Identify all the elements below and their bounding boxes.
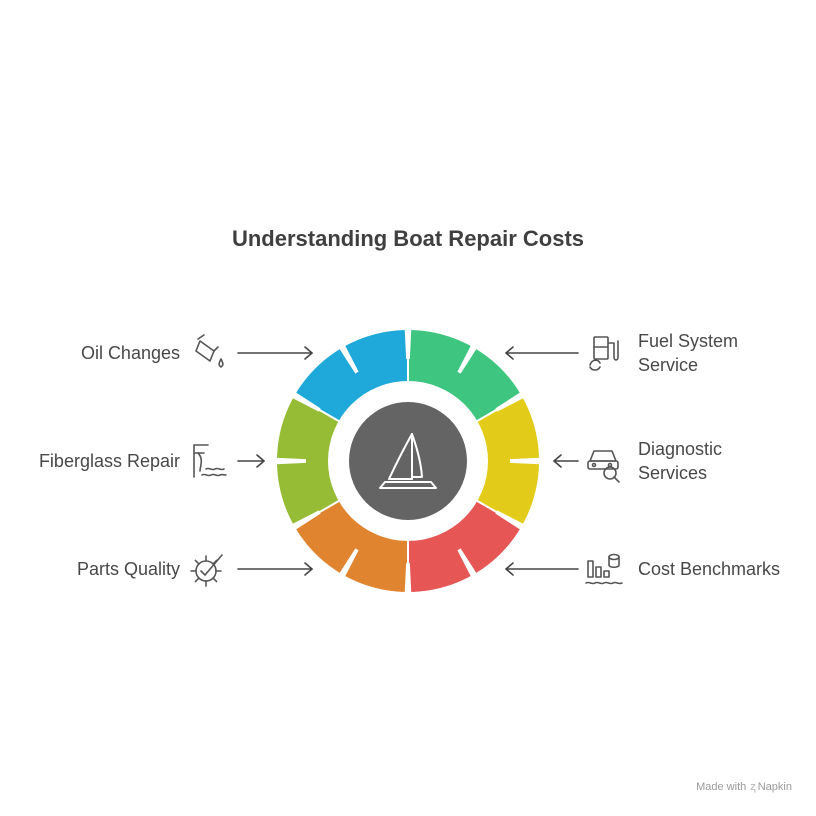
- gear-hub: [349, 402, 467, 520]
- arrow-diagnostic-services: [553, 454, 579, 468]
- arrow-oil-changes: [237, 346, 313, 360]
- label-line: Diagnostic: [638, 439, 723, 459]
- arrow-cost-benchmarks: [505, 562, 579, 576]
- label-line: Parts Quality: [76, 559, 180, 579]
- label-line: Fiberglass Repair: [38, 451, 180, 471]
- gear-check-icon: [190, 554, 223, 587]
- label-line: Cost Benchmarks: [638, 559, 781, 579]
- label-line: Fuel System: [638, 331, 739, 351]
- label-line: Oil Changes: [80, 343, 180, 363]
- arrow-fiberglass-repair: [237, 454, 265, 468]
- pier-water-icon: [193, 444, 227, 478]
- label-oil-changes: Oil Changes: [81, 341, 180, 365]
- label-fiberglass-repair: Fiberglass Repair: [39, 449, 180, 473]
- sailboat-icon: [379, 433, 437, 489]
- label-cost-benchmarks: Cost Benchmarks: [638, 557, 780, 581]
- footer-made-with: Made with: [696, 781, 747, 793]
- diagram-title: Understanding Boat Repair Costs: [231, 226, 585, 251]
- napkin-logo-icon: ⱬ: [750, 781, 756, 793]
- arrow-parts-quality: [237, 562, 313, 576]
- label-line: Services: [638, 463, 708, 483]
- label-line: Service: [638, 355, 699, 375]
- oil-can-icon: [195, 334, 224, 368]
- footer-brand: Napkin: [757, 781, 792, 793]
- car-diagnostic-icon: [587, 450, 620, 483]
- bar-chart-water-icon: [585, 553, 623, 585]
- fuel-pump-icon: [589, 336, 619, 371]
- arrow-fuel-system-service: [505, 346, 579, 360]
- label-parts-quality: Parts Quality: [77, 557, 180, 581]
